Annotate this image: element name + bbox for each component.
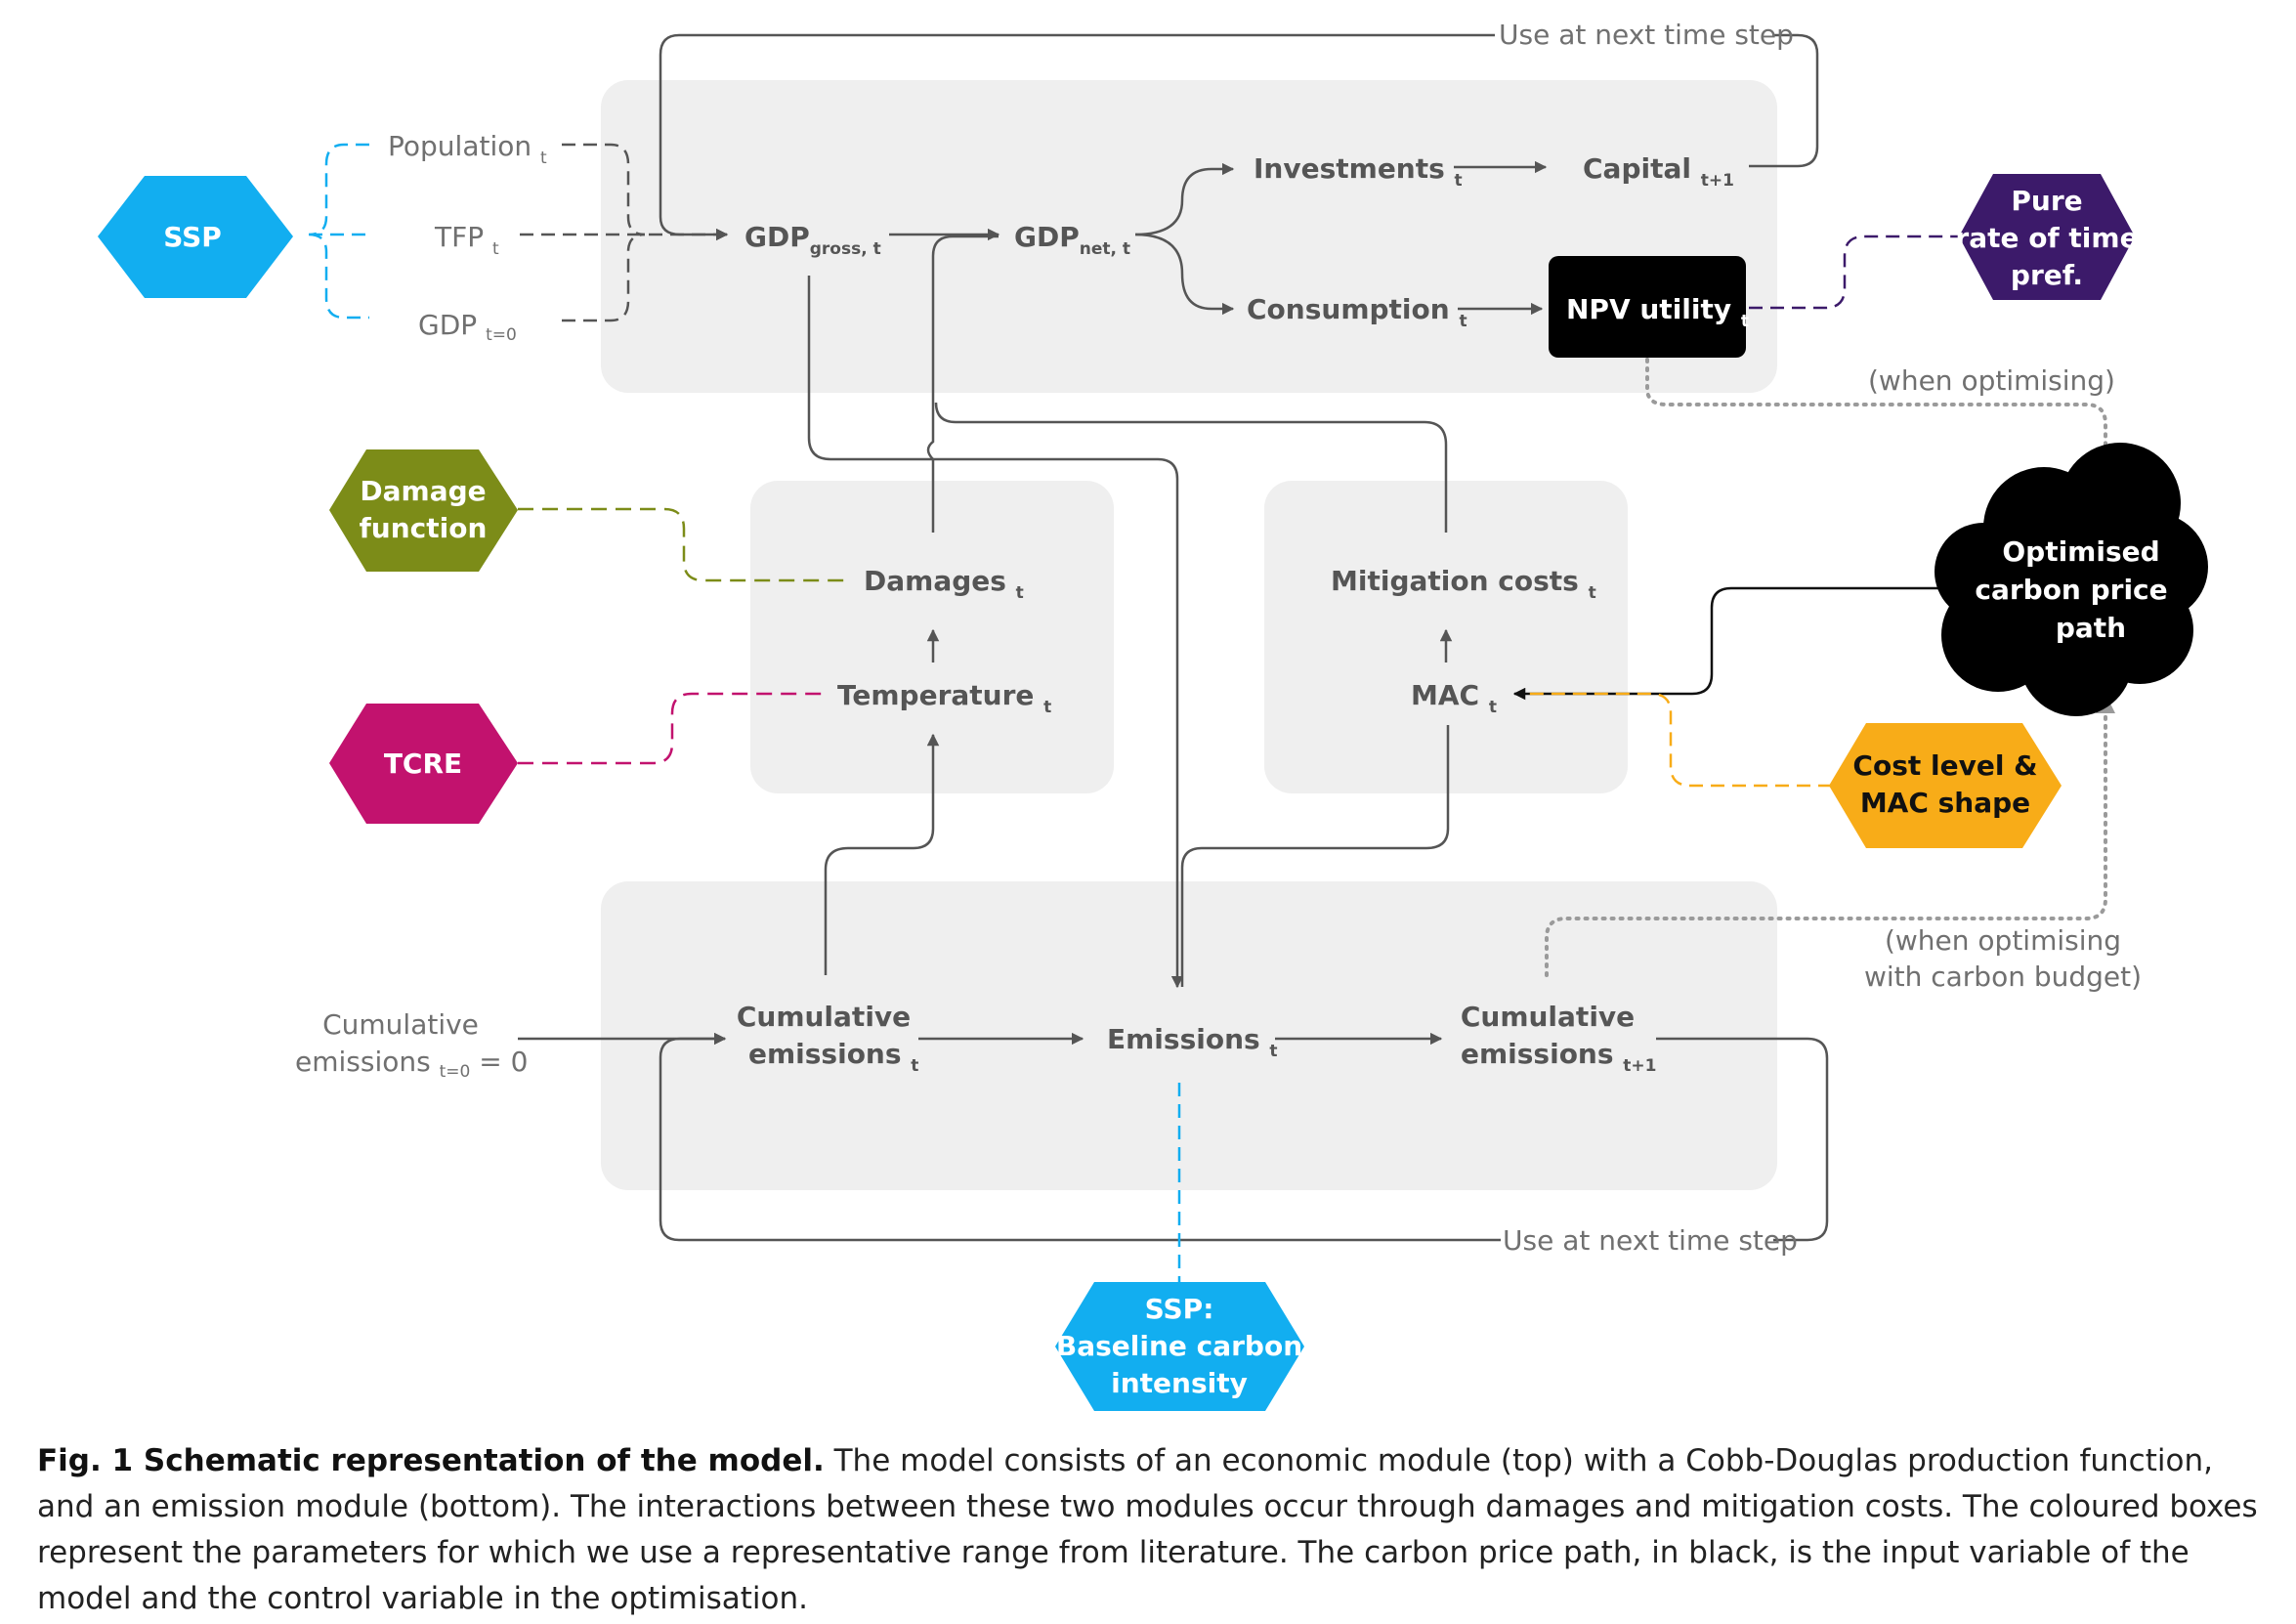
economic-module-bg	[601, 80, 1777, 393]
caption-title: Fig. 1 Schematic representation of the m…	[37, 1443, 825, 1478]
npv-utility-label: NPV utility t	[1566, 293, 1749, 331]
cum-init-line1: Cumulative	[322, 1008, 479, 1041]
pure-rate-line3: pref.	[2011, 259, 2083, 291]
gdpgross-to-emissions	[807, 276, 1184, 989]
when-optimising-budget-line2: with carbon budget)	[1864, 961, 2142, 993]
ssp-hexagon	[98, 176, 293, 298]
when-optimising-budget-line1: (when optimising	[1885, 924, 2121, 957]
ssp-baseline-hexagon	[1055, 1282, 1304, 1411]
figure-caption: Fig. 1 Schematic representation of the m…	[37, 1438, 2265, 1622]
capital-label: Capital t+1	[1583, 152, 1734, 191]
cost-mac-line2: MAC shape	[1860, 787, 2030, 819]
gdpnet-to-investments	[1134, 162, 1235, 236]
ssp-baseline-line2: Baseline carbon	[1056, 1330, 1302, 1362]
consumption-label: Consumption t	[1247, 293, 1467, 331]
damages-label: Damages t	[864, 565, 1024, 603]
cloud-to-mac	[1512, 586, 1939, 701]
when-optimising-label: (when optimising)	[1868, 364, 2115, 397]
damage-function-line1: Damage	[360, 475, 486, 507]
gdp0-to-gdp	[562, 233, 646, 322]
population-to-gdp	[562, 143, 646, 236]
cost-mac-line1: Cost level &	[1852, 749, 2037, 782]
bottom-loop-line-left	[659, 1032, 1501, 1242]
mitigation-costs-label: Mitigation costs t	[1331, 565, 1596, 603]
pure-rate-line2: rate of time	[1955, 222, 2138, 254]
tcre-label: TCRE	[384, 748, 462, 780]
npv-utility-box	[1549, 256, 1746, 358]
ssp-baseline-line3: intensity	[1111, 1367, 1248, 1399]
mac-to-emissions	[1180, 725, 1450, 987]
optimising-path-budget	[1545, 694, 2115, 977]
damage-function-link	[518, 507, 848, 582]
ssp-label: SSP	[163, 221, 222, 253]
cum-line2: emissions t	[748, 1038, 918, 1076]
emission-module-bg	[601, 881, 1777, 1190]
pure-rate-link	[1749, 235, 1959, 310]
top-loop-label: Use at next time step	[1499, 19, 1794, 51]
damage-function-hexagon	[329, 449, 518, 572]
damages-to-gdpnet	[926, 235, 999, 533]
damage-function-line2: function	[360, 512, 488, 544]
cum-to-temperature	[824, 733, 940, 975]
cum-line1: Cumulative	[737, 1001, 911, 1033]
cloud-line2: carbon price	[1975, 574, 2167, 606]
gdp0-label: GDP t=0	[418, 309, 517, 345]
cost-mac-hexagon	[1829, 723, 2062, 848]
emissions-label: Emissions t	[1107, 1023, 1278, 1061]
optimising-path-top	[1645, 358, 2115, 479]
top-loop-line-right	[1749, 33, 1819, 168]
pure-rate-line1: Pure	[2011, 185, 2082, 217]
gdp-gross-label: GDPgross, t	[744, 221, 881, 259]
cloud-line3: path	[2056, 612, 2126, 644]
cum-next-line2: emissions t+1	[1461, 1038, 1656, 1076]
temperature-label: Temperature t	[837, 679, 1051, 717]
model-schematic: Use at next time step (when optimising) …	[98, 19, 2208, 1411]
cum-next-line1: Cumulative	[1461, 1001, 1635, 1033]
optimised-carbon-price-cloud	[1935, 443, 2208, 716]
investments-label: Investments t	[1254, 152, 1463, 191]
gdp-net-label: GDPnet, t	[1014, 221, 1130, 259]
ssp-brace	[308, 143, 369, 320]
caption-text: The model consists of an economic module…	[37, 1443, 2258, 1616]
bottom-loop-line-right	[1656, 1037, 1829, 1242]
cum-init-line2: emissions t=0 = 0	[295, 1046, 528, 1082]
mac-label: MAC t	[1411, 679, 1497, 717]
tcre-link	[518, 692, 829, 765]
tcre-hexagon	[329, 704, 518, 824]
cloud-line1: Optimised	[2002, 535, 2159, 568]
gdpnet-to-consumption	[1134, 233, 1235, 316]
bottom-loop-label: Use at next time step	[1503, 1224, 1798, 1257]
pure-rate-hexagon	[1959, 174, 2135, 300]
mitigation-to-gdpnet	[934, 402, 1448, 533]
tfp-label: TFP t	[434, 221, 499, 259]
ssp-baseline-line1: SSP:	[1145, 1293, 1214, 1325]
population-label: Population t	[388, 130, 547, 168]
cost-level-link	[1524, 692, 1832, 788]
